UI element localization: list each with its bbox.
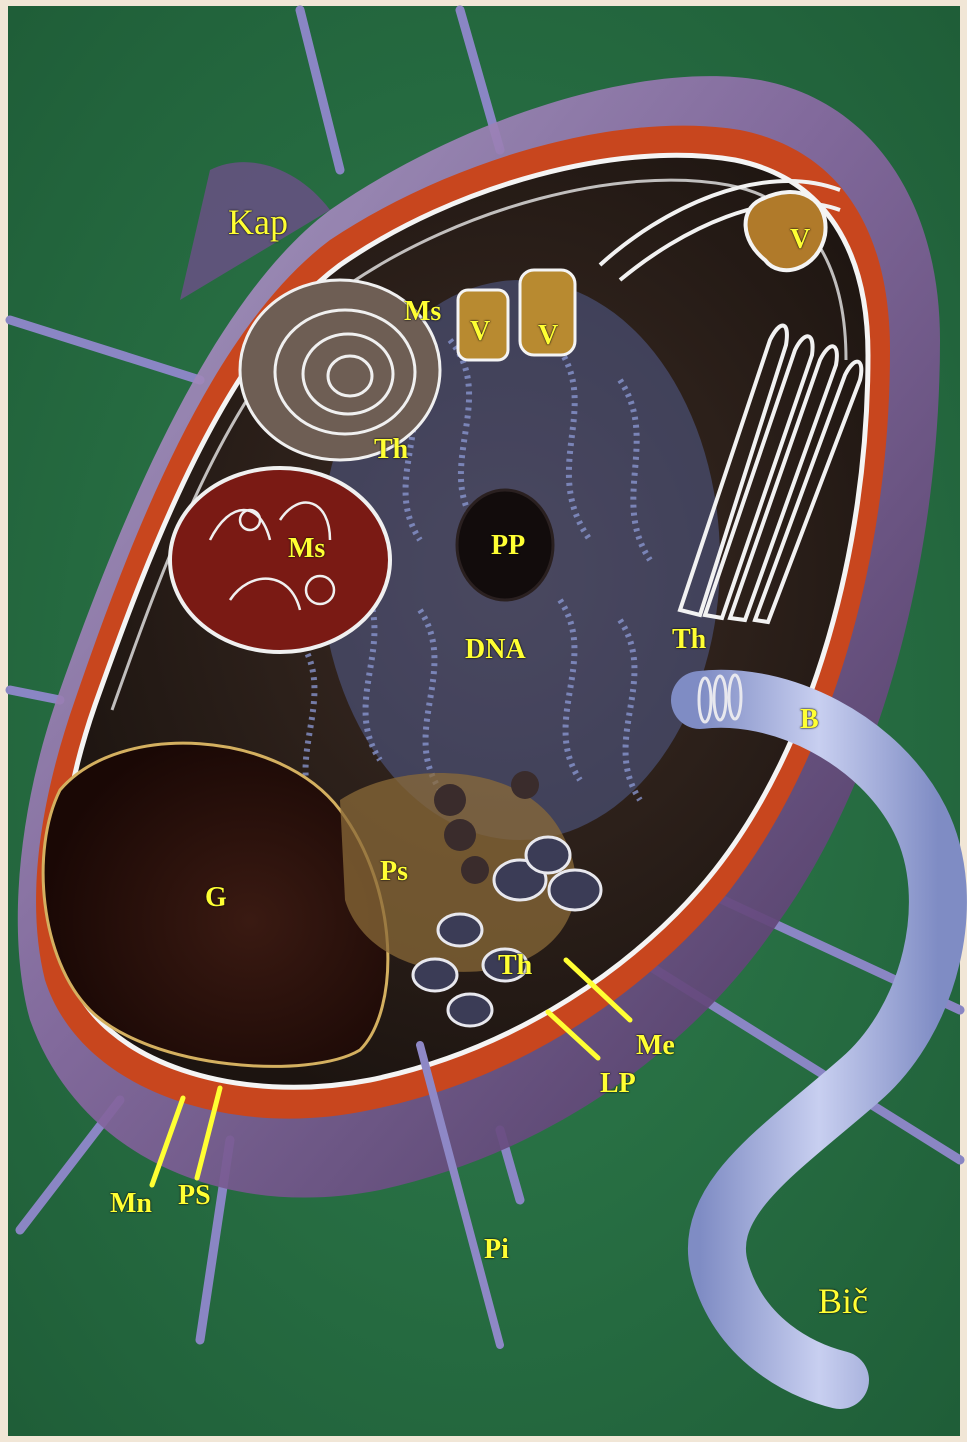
label-v-right: V <box>790 226 810 254</box>
label-me: Me <box>636 1032 675 1060</box>
label-b: B <box>800 706 819 734</box>
label-mn: Mn <box>110 1190 152 1218</box>
label-dna: DNA <box>465 636 526 664</box>
label-th-bottom: Th <box>498 952 532 980</box>
label-ps-small: Ps <box>380 858 408 886</box>
mesosome-left <box>170 468 390 652</box>
label-th-right: Th <box>672 626 706 654</box>
label-th-top: Th <box>374 436 408 464</box>
label-v-left: V <box>470 318 490 346</box>
label-g: G <box>205 884 227 912</box>
label-ms-top: Ms <box>404 298 441 326</box>
label-kap: Kap <box>228 204 288 240</box>
label-bic: Bič <box>818 1283 868 1319</box>
label-lp: LP <box>600 1070 636 1098</box>
label-ms-left: Ms <box>288 535 325 563</box>
label-pi: Pi <box>484 1236 509 1264</box>
label-pp: PP <box>491 532 525 560</box>
label-ps-caps: PS <box>178 1182 211 1210</box>
label-v-mid: V <box>538 322 558 350</box>
